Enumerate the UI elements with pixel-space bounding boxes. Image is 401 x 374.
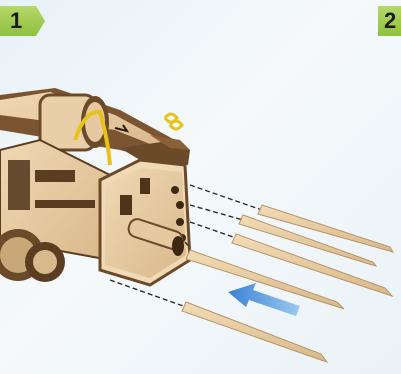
wooden-pegs — [182, 205, 393, 362]
wooden-model — [0, 88, 190, 285]
